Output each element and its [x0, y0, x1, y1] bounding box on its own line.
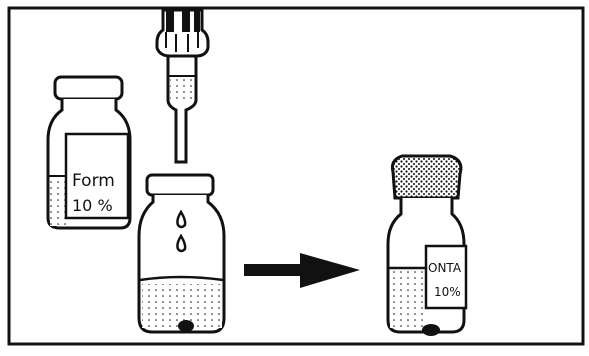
result-bottle-label-line1: ONTA [428, 261, 462, 275]
stock-bottle-label-line2: 10 % [72, 196, 113, 215]
stock-bottle-label-line1: Form [72, 171, 115, 191]
sealed-specimen-bottle [388, 156, 466, 336]
result-bottle-label-line2: 10% [434, 285, 461, 299]
